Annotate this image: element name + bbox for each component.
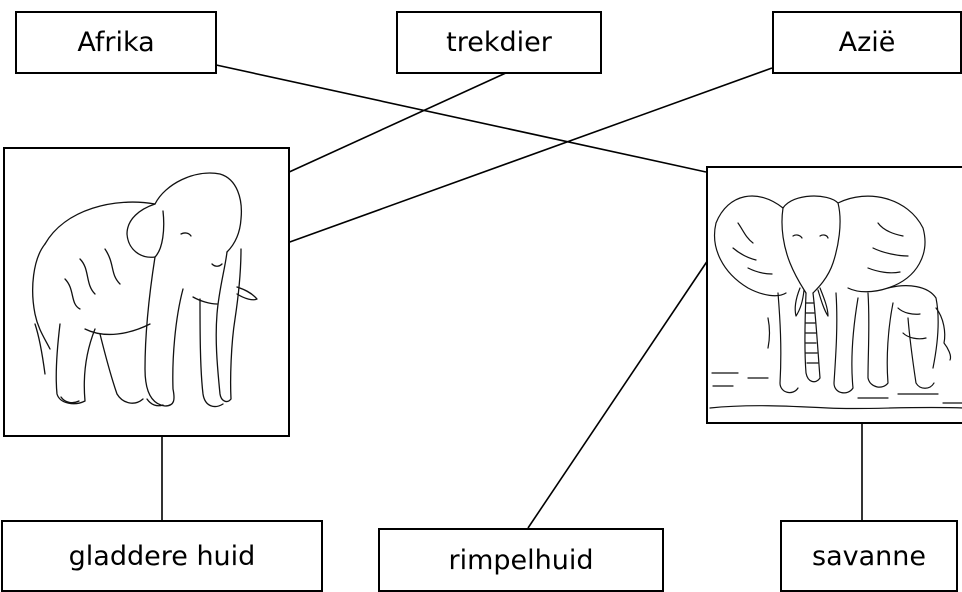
label-rimpelhuid: rimpelhuid [378,528,664,592]
label-savanne: savanne [780,520,958,592]
label-afrika-text: Afrika [77,27,155,58]
label-gladdere-huid: gladdere huid [1,520,323,592]
line-trekdier-asian-elephant [286,71,509,174]
asian-elephant-drawing [32,172,258,408]
label-gladdere-huid-text: gladdere huid [68,540,256,572]
label-azie-text: Azië [838,27,896,58]
label-trekdier: trekdier [396,11,602,74]
line-afrika-african-elephant [206,62,707,173]
label-trekdier-text: trekdier [446,27,552,58]
label-afrika: Afrika [15,11,217,74]
african-elephant-picture [706,166,962,424]
asian-elephant-picture [3,147,290,437]
line-azie-asian-elephant [286,67,773,244]
label-azie: Azië [772,11,962,74]
label-savanne-text: savanne [812,540,926,572]
line-rimpelhuid-african-elephant [527,256,711,529]
african-elephant-drawing [709,195,962,410]
label-rimpelhuid-text: rimpelhuid [448,544,594,576]
